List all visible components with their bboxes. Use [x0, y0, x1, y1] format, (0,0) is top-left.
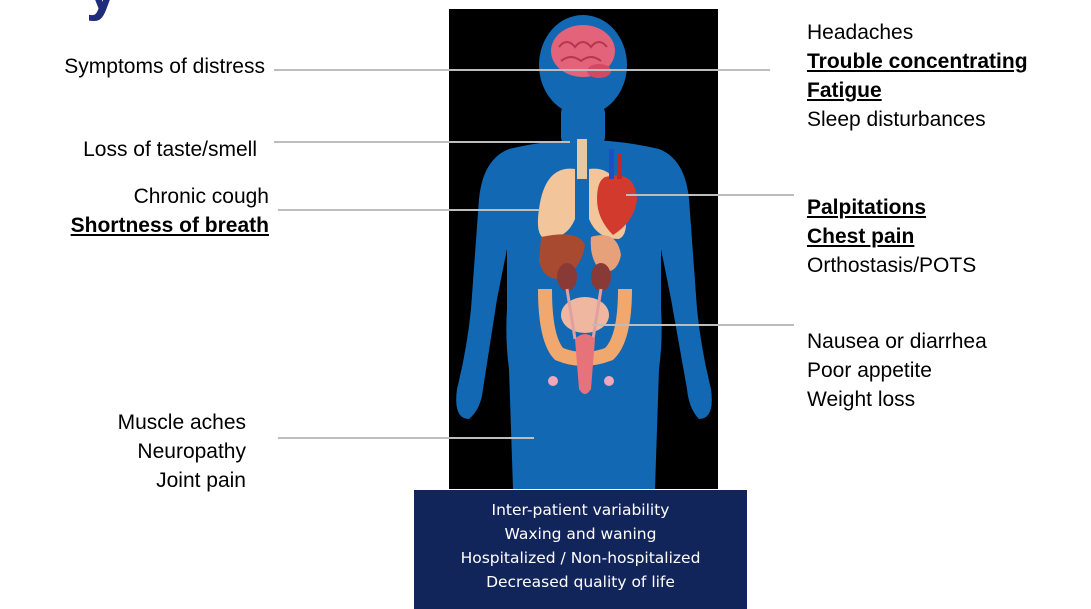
- callout-neurologic: Headaches Trouble concentrating Fatigue …: [807, 18, 1028, 134]
- callout-musculoskeletal: Muscle aches Neuropathy Joint pain: [118, 408, 246, 495]
- callout-line: Muscle aches: [118, 408, 246, 437]
- callout-line: Trouble concentrating: [807, 47, 1028, 76]
- info-line: Waxing and waning: [414, 522, 747, 546]
- info-line: Inter-patient variability: [414, 498, 747, 522]
- callout-line: Neuropathy: [118, 437, 246, 466]
- callout-line: Headaches: [807, 18, 1028, 47]
- callout-respiratory: Chronic cough Shortness of breath: [71, 182, 269, 240]
- callout-line: Shortness of breath: [71, 211, 269, 240]
- callout-line: Symptoms of distress: [64, 52, 265, 81]
- callout-line: Poor appetite: [807, 356, 987, 385]
- callout-line: Fatigue: [807, 76, 1028, 105]
- callout-line: Chronic cough: [71, 182, 269, 211]
- callout-line: Orthostasis/POTS: [807, 251, 976, 280]
- callout-line: Chest pain: [807, 222, 976, 251]
- callout-gastro: Nausea or diarrhea Poor appetite Weight …: [807, 327, 987, 414]
- callout-taste-smell: Loss of taste/smell: [83, 135, 257, 164]
- callout-line: Joint pain: [118, 466, 246, 495]
- callout-line: Nausea or diarrhea: [807, 327, 987, 356]
- info-line: Decreased quality of life: [414, 570, 747, 594]
- callout-line: Loss of taste/smell: [83, 135, 257, 164]
- callout-distress: Symptoms of distress: [64, 52, 265, 81]
- callout-cardiac: Palpitations Chest pain Orthostasis/POTS: [807, 193, 976, 280]
- callout-line: Sleep disturbances: [807, 105, 1028, 134]
- callout-line: Weight loss: [807, 385, 987, 414]
- callout-line: Palpitations: [807, 193, 976, 222]
- info-line: Hospitalized / Non-hospitalized: [414, 546, 747, 570]
- characteristics-box: Inter-patient variability Waxing and wan…: [414, 490, 747, 609]
